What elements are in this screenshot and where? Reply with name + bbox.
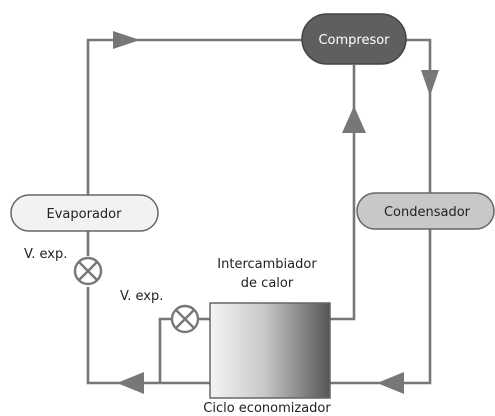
condensador-box [356, 192, 495, 230]
compressor-return-line [330, 65, 356, 321]
right-line [330, 229, 432, 385]
ciclo-economizador-label: Ciclo economizador [203, 401, 331, 416]
condensador-label: Condensador [384, 205, 471, 220]
heat-exchanger-box [209, 302, 331, 399]
intercambiador-label-line1: Intercambiador [217, 257, 317, 272]
arrow-left-bottom-left [117, 372, 144, 394]
evaporador-box [10, 194, 159, 232]
arrow-down-right [421, 70, 439, 96]
arrow-left-bottom-right [377, 372, 404, 394]
arrow-up-compressor [342, 106, 366, 133]
expansion-valve-economizer-icon [170, 304, 200, 334]
compresor-label: Compresor [318, 33, 390, 48]
vexp-left-label: V. exp. [24, 247, 67, 262]
top-line [86, 38, 305, 214]
evaporador-label: Evaporador [47, 207, 123, 222]
expansion-valve-left-icon [73, 256, 103, 286]
economizer-branch-line [158, 317, 172, 383]
top-right-line [404, 38, 432, 193]
compresor-box [301, 13, 407, 65]
bottom-line [86, 287, 210, 385]
vexp-hx-label: V. exp. [120, 289, 163, 304]
intercambiador-label-line2: de calor [241, 276, 294, 291]
arrow-top-right [113, 31, 140, 49]
